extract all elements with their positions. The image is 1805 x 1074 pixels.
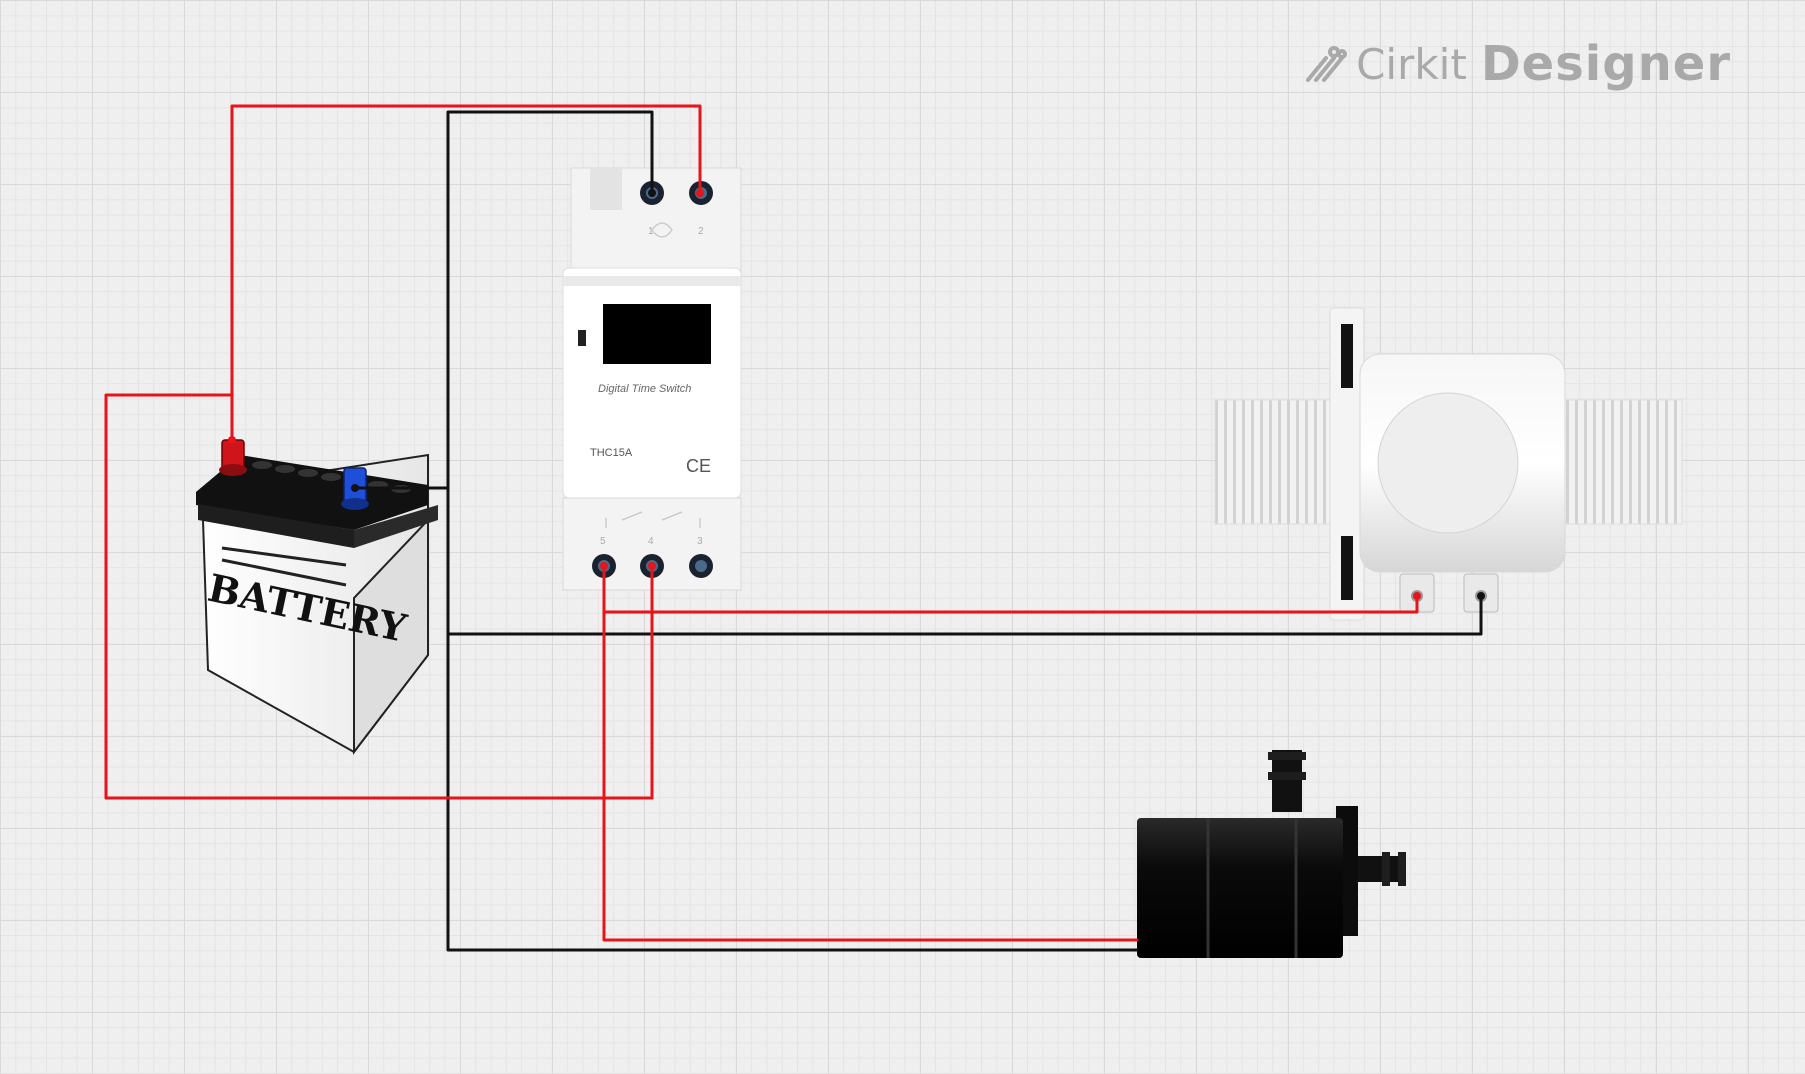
terminal-label-4: 4 [648, 536, 654, 547]
terminal-label-2: 2 [698, 226, 704, 237]
product-name: Designer [1480, 36, 1731, 92]
ce-mark: CE [686, 456, 711, 476]
wire-relay-to-pump[interactable] [602, 610, 1139, 942]
mode-button[interactable] [578, 330, 586, 346]
wire-endpoints [228, 189, 1485, 600]
wire-positive-to-relay-common[interactable] [104, 393, 654, 800]
brand-name: Cirkit [1356, 39, 1467, 89]
wire-positive-to-timer[interactable] [230, 104, 702, 442]
cirkit-logo-icon [1306, 46, 1348, 82]
wire-negative-to-valve[interactable] [446, 486, 1483, 636]
timer-model: THC15A [590, 447, 633, 459]
valve-coil-cap [1377, 392, 1519, 534]
solenoid-valve[interactable] [1214, 307, 1683, 621]
terminal-label-5: 5 [600, 536, 606, 547]
wire-negative-to-pump[interactable] [446, 632, 1139, 952]
wire-relay-to-valve[interactable] [602, 564, 1419, 614]
digital-time-switch[interactable]: Digital Time Switch THC15A CE 1 2 5 4 3 [562, 167, 742, 591]
terminal-label-3: 3 [697, 536, 703, 547]
cirkit-designer-logo: Cirkit Designer [1304, 36, 1731, 92]
timer-title: Digital Time Switch [598, 383, 691, 395]
water-pump[interactable] [1137, 750, 1406, 958]
terminal-label-1: 1 [648, 226, 654, 237]
timer-terminal-3[interactable] [689, 554, 713, 578]
battery[interactable]: BATTERY [196, 439, 438, 755]
battery-positive-terminal[interactable] [219, 439, 247, 476]
wire-negative-to-timer[interactable] [353, 110, 654, 490]
battery-stripe [221, 546, 347, 567]
battery-stripe [221, 558, 347, 587]
lcd-display [603, 304, 711, 364]
